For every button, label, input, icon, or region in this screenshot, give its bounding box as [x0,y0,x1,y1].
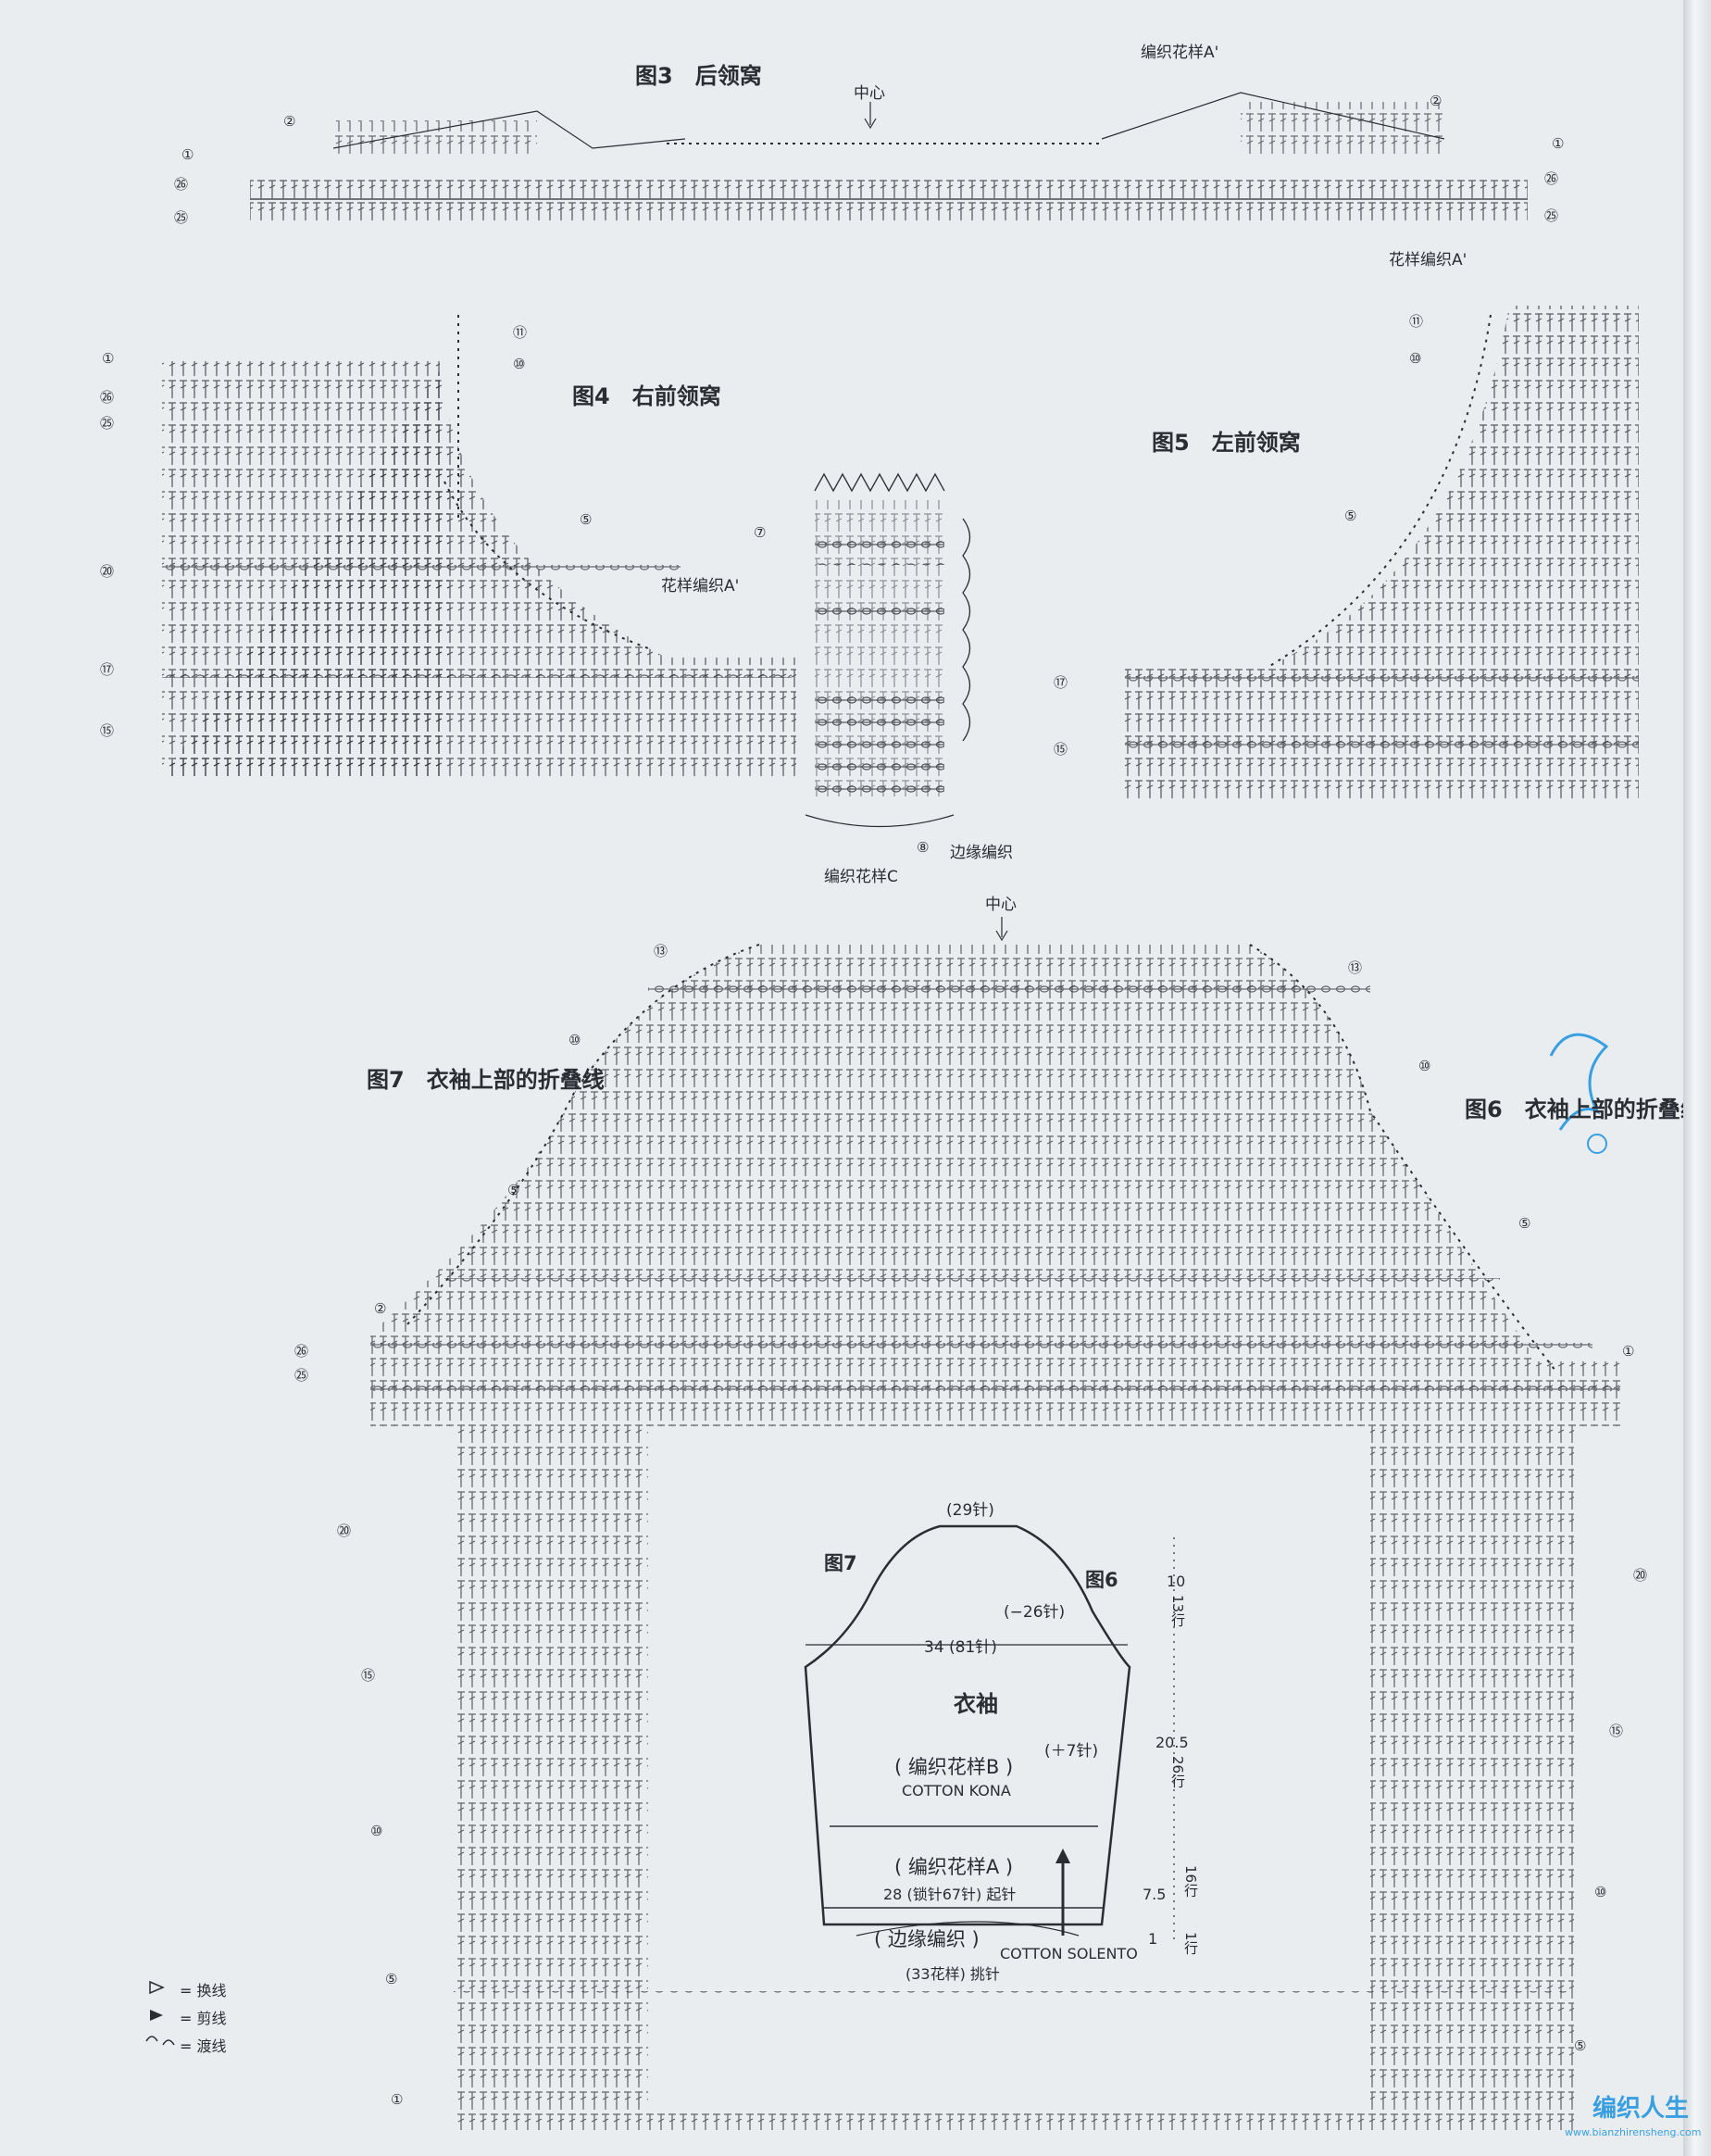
row-marker: ② [1430,93,1442,109]
row-marker: ㉖ [174,176,189,193]
row-marker: ㉖ [100,389,115,406]
row-marker: ⑰ [100,661,115,678]
row-marker: ① [102,350,115,367]
row-marker: ① [181,146,194,163]
dim-3: 7.5 [1143,1886,1167,1903]
dim-3-rows: 16行 [1182,1865,1199,1898]
row-marker: ⑩ [1409,350,1422,367]
row-marker: ② [283,113,296,130]
legend-symbols [145,1980,175,2046]
watermark: 编织人生 www.bianzhirensheng.com [1546,2084,1701,2149]
row-marker: ⑩ [568,1032,581,1048]
sleeve-schematic [804,1524,1175,1940]
row-marker: ① [1552,135,1565,152]
row-marker: ⑬ [1348,959,1363,976]
row-marker: ⑳ [100,563,115,580]
row-marker: ⑪ [1409,313,1424,330]
fig4-diagram [162,315,971,828]
dim-2-rows: 26行 [1169,1756,1186,1788]
row-marker: ⑳ [337,1523,352,1539]
row-marker: ⑮ [1609,1723,1624,1739]
row-marker: ㉕ [100,415,115,432]
schematic-fig6: 图6 [1085,1569,1118,1591]
dim-2: 20.5 [1155,1734,1189,1751]
row-marker: ⑤ [385,1971,398,1987]
fig5-pattern-label: 花样编织A' [1389,251,1467,270]
row-marker: ⑰ [1054,674,1068,691]
fig3-diagram [250,92,1528,222]
row-marker: ㉖ [1544,170,1559,187]
schematic-top-stitches: (29针) [946,1501,994,1520]
schematic-pattern-a: ( 编织花样A ) [894,1856,1014,1878]
row-marker: ⑤ [1574,2037,1587,2054]
fig3-pattern-label: 编织花样A' [1141,44,1219,62]
schematic-increase: (＋7针) [1044,1742,1099,1761]
row-marker: ㉕ [1544,207,1559,224]
fig6-title: 图6 衣袖上部的折叠线 [1465,1097,1703,1122]
schematic-fig7: 图7 [824,1552,857,1574]
schematic-yarn2: COTTON SOLENTO [1000,1945,1138,1962]
row-marker: ⑩ [1594,1884,1607,1900]
schematic-pickup: (33花样) 挑针 [905,1965,1000,1983]
schematic-width: 34 (81针) [924,1638,997,1657]
schematic-edge: ( 边缘编织 ) [874,1928,980,1950]
row-marker: ⑤ [507,1182,520,1198]
schematic-cast-on: 28 (锁针67针) 起针 [883,1886,1017,1903]
fig3-center-label: 中心 [854,84,885,103]
row-marker: ⑪ [513,324,528,341]
legend-label: = 渡线 [180,2037,227,2055]
row-marker: ⑩ [370,1823,383,1839]
fig4-edge-label: 边缘编织 [950,844,1013,862]
legend-change-yarn: = 换线 [146,1978,227,2000]
sleeve-diagram [370,917,1620,2130]
watermark-url: www.bianzhirensheng.com [1565,2126,1702,2138]
legend-label: = 剪线 [180,2010,227,2027]
fig7-center-label: 中心 [985,896,1017,914]
row-marker: ㉕ [294,1367,309,1384]
row-marker: ㉖ [294,1343,309,1360]
row-marker: ⑦ [754,524,767,541]
dim-4-rows: 1行 [1182,1932,1199,1955]
row-marker: ⑳ [1633,1567,1648,1584]
legend-cut-yarn: = 剪线 [146,2006,227,2028]
watermark-text: 编织人生 [1592,2095,1690,2123]
dim-1: 10 [1167,1573,1186,1590]
row-marker: ⑩ [1418,1058,1431,1074]
row-marker: ② [374,1300,387,1317]
legend-label: = 换线 [180,1982,227,1999]
watermark-logo-right [1549,1033,1609,1154]
row-marker: ⑧ [917,839,930,856]
fig7-title: 图7 衣袖上部的折叠线 [367,1067,605,1093]
row-marker: ⑤ [1518,1215,1531,1232]
row-marker: ① [391,2091,404,2108]
page-fold-edge [1683,0,1711,2156]
row-marker: ⑬ [654,943,668,959]
schematic-decrease: (−26针) [1004,1603,1066,1622]
row-marker: ① [1622,1343,1635,1360]
fig4-title: 图4 右前领窝 [572,383,721,409]
dim-1-rows: 13行 [1169,1595,1186,1627]
fig4-pattern-label: 花样编织A' [661,577,740,595]
row-marker: ⑮ [1054,741,1068,758]
legend-carry-yarn: = 渡线 [146,2034,227,2056]
schematic-pattern-b: ( 编织花样B ) [894,1756,1014,1778]
schematic-yarn1: COTTON KONA [902,1782,1011,1799]
fig3-title: 图3 后领窝 [635,63,762,89]
row-marker: ⑩ [513,356,526,372]
fig4-pattern-c-label: 编织花样C [824,868,898,886]
row-marker: ⑮ [361,1667,376,1684]
row-marker: ⑮ [100,722,115,739]
dim-4: 1 [1148,1930,1158,1948]
row-marker: ⑤ [580,511,593,528]
schematic-name: 衣袖 [954,1691,998,1717]
fig5-diagram [1125,306,1639,801]
fig5-title: 图5 左前领窝 [1152,430,1301,456]
row-marker: ⑤ [1344,508,1357,524]
row-marker: ㉕ [174,209,189,226]
